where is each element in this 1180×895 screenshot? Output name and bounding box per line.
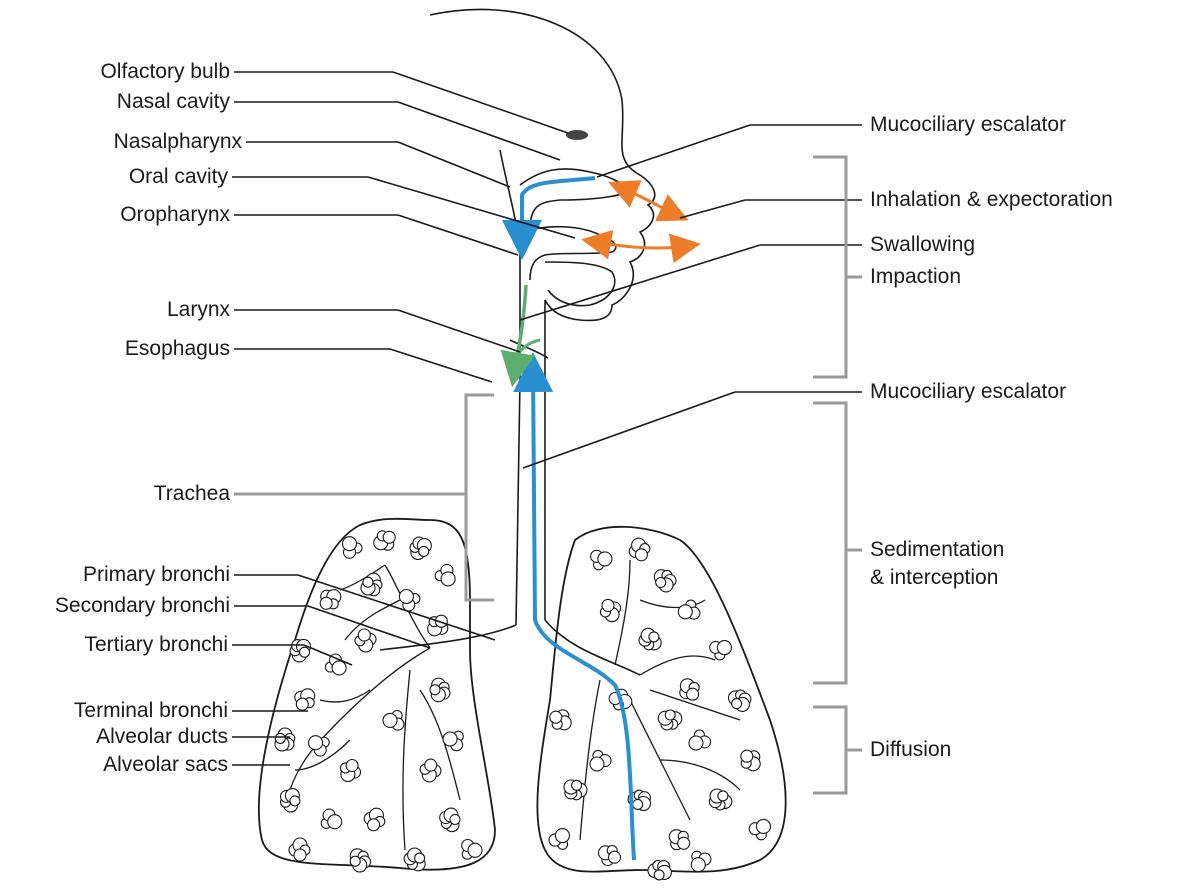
alveolar-sac — [430, 678, 450, 702]
alveolar-sac — [309, 736, 330, 756]
oral-cavity-shape — [530, 227, 616, 280]
alveolar-sac — [709, 789, 732, 810]
alveolar-sac — [729, 690, 751, 711]
alveolar-sac — [289, 838, 310, 861]
alveolar-sac — [749, 819, 770, 839]
trachea-shape — [516, 360, 545, 625]
label-interception: & interception — [870, 566, 998, 590]
label-tertiary-bronchi: Tertiary bronchi — [84, 633, 228, 657]
alveolar-sac — [680, 679, 699, 700]
label-larynx: Larynx — [167, 298, 230, 322]
label-oropharynx: Oropharynx — [120, 203, 230, 227]
alveolar-sac — [654, 570, 676, 592]
mucociliary-upper-flow — [522, 178, 595, 240]
alveolar-sac — [658, 710, 682, 730]
alveolar-sac — [404, 848, 425, 871]
olfactory-bulb-shape — [566, 130, 588, 140]
alveolar-sac — [374, 531, 395, 550]
alveolar-sac — [361, 573, 382, 596]
alveolar-sac — [435, 564, 455, 586]
alveolar-sac — [343, 537, 363, 559]
label-diffusion: Diffusion — [870, 738, 951, 762]
alveolar-sac — [350, 849, 370, 872]
alveolar-sac — [462, 840, 482, 860]
alveolar-sac — [341, 760, 361, 782]
alveolar-sac — [741, 750, 760, 771]
grey-brackets — [234, 157, 862, 793]
alveolar-sac — [410, 537, 431, 559]
inhalation-arrow-2 — [596, 242, 686, 248]
alveolar-sac — [549, 829, 569, 850]
alveolar-sac — [599, 846, 621, 866]
alveolar-sac — [321, 809, 342, 829]
label-oral-cavity: Oral cavity — [129, 165, 228, 189]
alveolar-sac — [648, 861, 671, 880]
label-nasalpharynx: Nasalpharynx — [114, 130, 242, 154]
main-bronchi — [380, 620, 640, 675]
alveolar-sac — [591, 550, 612, 570]
alveolar-sac — [590, 750, 611, 771]
label-primary-bronchi: Primary bronchi — [83, 563, 230, 587]
alveolar-sac — [440, 808, 460, 832]
alveolar-sac — [678, 600, 700, 619]
label-impaction: Impaction — [870, 265, 961, 289]
alveolar-sac — [600, 599, 620, 621]
right-leader-lines — [520, 125, 862, 468]
alveolar-sac — [295, 689, 315, 710]
label-swallowing: Swallowing — [870, 233, 975, 257]
alveolar-sac — [364, 808, 385, 831]
alveolar-sac — [355, 629, 376, 652]
label-inhalation-expectoration: Inhalation & expectoration — [870, 188, 1113, 212]
alveolar-sac — [290, 639, 310, 662]
alveolar-sac — [689, 730, 711, 750]
alveolar-sac — [691, 851, 711, 872]
alveolar-sac — [281, 789, 300, 812]
label-esophagus: Esophagus — [125, 337, 230, 361]
alveolar-sac — [639, 628, 661, 650]
label-mucociliary-escalator-upper: Mucociliary escalator — [870, 113, 1066, 137]
alveolar-sac — [550, 710, 571, 730]
alveolar-sac — [399, 590, 419, 611]
alveolar-sac — [325, 654, 346, 675]
label-sedimentation: Sedimentation — [870, 538, 1004, 562]
label-olfactory-bulb: Olfactory bulb — [100, 60, 230, 84]
alveolar-sac — [629, 538, 650, 561]
left-leader-lines — [232, 72, 575, 765]
alveolar-sac — [710, 641, 732, 660]
label-trachea: Trachea — [154, 482, 230, 506]
tongue-shape — [545, 262, 615, 306]
inhalation-arrow-1 — [622, 188, 675, 214]
label-nasal-cavity: Nasal cavity — [117, 90, 230, 114]
alveolar-sac — [320, 590, 341, 610]
label-alveolar-sacs: Alveolar sacs — [103, 753, 228, 777]
alveolar-sac — [420, 759, 441, 782]
alveolar-sac — [275, 728, 295, 751]
alveolar-sac — [383, 711, 404, 731]
label-secondary-bronchi: Secondary bronchi — [55, 594, 230, 618]
label-mucociliary-escalator-lower: Mucociliary escalator — [870, 380, 1066, 404]
label-terminal-bronchi: Terminal bronchi — [74, 699, 228, 723]
alveolar-sac — [669, 830, 689, 850]
label-alveolar-ducts: Alveolar ducts — [96, 725, 228, 749]
